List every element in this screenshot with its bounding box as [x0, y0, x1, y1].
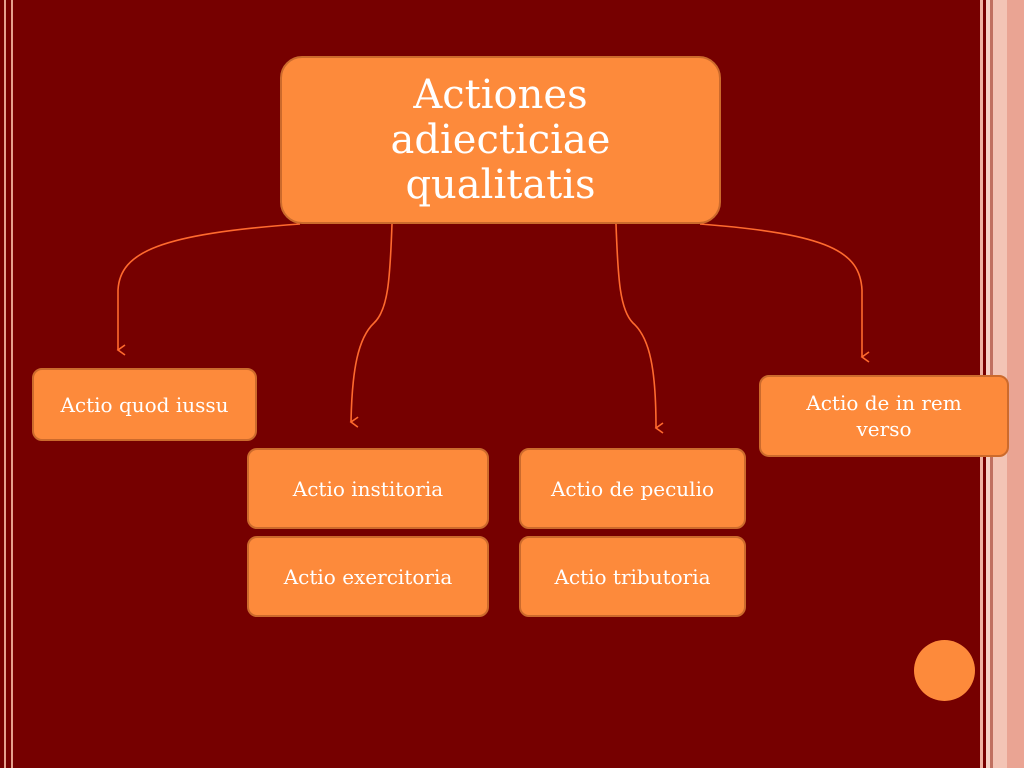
node-actio-tributoria: Actio tributoria [519, 536, 746, 617]
left-frame-line [11, 0, 13, 768]
connector-to-peculio [615, 223, 664, 434]
node-label: Actio de peculio [550, 476, 715, 501]
node-label: Actio quod iussu [60, 392, 229, 417]
node-actio-de-peculio: Actio de peculio [519, 448, 746, 529]
node-actio-exercitoria: Actio exercitoria [247, 536, 489, 617]
node-actio-quod-iussu: Actio quod iussu [32, 368, 257, 441]
node-actio-de-in-rem-verso: Actio de in rem verso [759, 375, 1009, 457]
connector-to-iussu [116, 223, 301, 356]
decorative-circle [914, 640, 975, 701]
node-actio-institoria: Actio institoria [247, 448, 489, 529]
root-node: Actiones adiecticiae qualitatis [280, 56, 721, 224]
connector-to-in-rem-verso [699, 223, 870, 363]
node-label: Actio exercitoria [283, 564, 453, 589]
node-label: Actio institoria [292, 476, 444, 501]
node-label: Actio de in rem verso [806, 391, 962, 441]
right-frame-strip [1007, 0, 1024, 768]
connector-to-institoria [349, 223, 393, 428]
root-node-label: Actiones adiecticiae qualitatis [390, 71, 611, 208]
node-label: Actio tributoria [554, 564, 711, 589]
left-frame-line [4, 0, 6, 768]
